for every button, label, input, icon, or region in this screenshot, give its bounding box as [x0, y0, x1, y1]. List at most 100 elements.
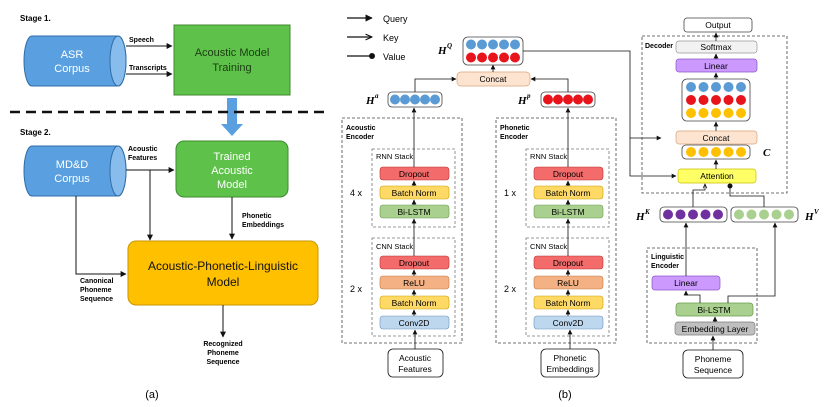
ling-linear-label: Linear — [674, 278, 698, 288]
mdd-corpus: MD&D Corpus — [23, 145, 127, 197]
decoder: Decoder Output Softmax Linear — [641, 17, 788, 194]
decoder-concat-label: Concat — [703, 133, 731, 143]
acoustic-features-line2: Features — [128, 155, 157, 162]
recognized-line3: Sequence — [206, 359, 239, 366]
apl-line2: Model — [207, 275, 240, 289]
linguistic-encoder: Linguistic Encoder Linear Bi-LSTM Embedd… — [646, 222, 778, 379]
canonical-line2: Phoneme — [80, 287, 112, 294]
acoustic-relu-label: ReLU — [403, 278, 425, 288]
bilstm-to-hv — [727, 222, 778, 303]
phonetic-batchnorm-cnn — [533, 295, 604, 310]
acoustic-batchnorm-cnn — [379, 295, 450, 310]
attention-label: Attention — [700, 171, 734, 181]
phoneme-sequence-line1: Phoneme — [695, 354, 732, 364]
legend: Query Key Value — [347, 14, 408, 62]
acoustic-batchnorm-rnn — [379, 185, 450, 200]
phonetic-rnn-repeat: 1 x — [504, 188, 517, 198]
ling-bilstm-label: Bi-LSTM — [697, 305, 730, 315]
ha-to-concat — [414, 76, 457, 92]
legend-value: Value — [383, 52, 405, 62]
output-label: Output — [705, 20, 731, 30]
apl-model: Acoustic-Phonetic-Linguistic Model — [127, 240, 319, 306]
trained-acoustic-model: Trained Acoustic Model — [175, 140, 289, 198]
amt-line1: Acoustic Model — [195, 47, 270, 59]
hp-sup: p — [526, 92, 531, 100]
hv-label: H — [804, 211, 814, 223]
hq-vector: H Q — [437, 36, 524, 66]
phonetic-encoder-line1: Phonetic — [500, 125, 530, 132]
decoder-linear-label: Linear — [704, 61, 728, 71]
hp-label: H — [517, 95, 527, 107]
tam-line2: Acoustic — [211, 165, 253, 177]
acoustic-encoder-frame — [341, 117, 463, 344]
acoustic-cnn-stack: CNN Stack — [376, 242, 413, 251]
hq-label: H — [437, 45, 447, 57]
phonetic-conv2d-label: Conv2D — [553, 318, 584, 328]
decoder-concat-block — [675, 130, 758, 145]
stage2-label: Stage 2. — [20, 128, 51, 137]
decoder-label: Decoder — [645, 43, 673, 50]
hp-vector: H p — [517, 91, 596, 108]
phonetic-bilstm-label: Bi-LSTM — [551, 207, 584, 217]
hk-vector: H K — [635, 206, 728, 223]
acoustic-bilstm — [379, 204, 450, 219]
decoder-linear-block — [675, 58, 758, 73]
output-block — [683, 17, 753, 33]
phonetic-relu-label: ReLU — [557, 278, 579, 288]
phoneme-sequence-line2: Sequence — [694, 365, 733, 375]
phonetic-conv2d — [533, 315, 604, 330]
linguistic-encoder-frame — [646, 247, 758, 344]
mdd-corpus-line2: Corpus — [54, 173, 90, 185]
hv-sup: V — [814, 208, 820, 216]
phonetic-batchnorm-cnn-label: Batch Norm — [546, 298, 591, 308]
phonetic-embeddings-line2: Embeddings — [242, 222, 284, 229]
phonetic-dropout-rnn-label: Dropout — [553, 169, 584, 179]
canonical-arrow — [75, 196, 127, 277]
caption-a: (a) — [145, 389, 158, 401]
acoustic-encoder-line2: Encoder — [346, 134, 374, 141]
acoustic-dropout-rnn — [379, 166, 450, 181]
acoustic-features-input-line1: Acoustic — [399, 353, 432, 363]
phonetic-dropout-cnn-label: Dropout — [553, 258, 584, 268]
canonical-line1: Canonical — [80, 278, 114, 285]
phonetic-embeddings-input-line2: Embeddings — [546, 364, 593, 374]
panel-a: Stage 1. ASR Corpus Acoustic Model Train… — [10, 14, 325, 401]
acoustic-features-line1: Acoustic — [128, 146, 158, 153]
legend-query: Query — [383, 14, 408, 24]
tam-line1: Trained — [214, 151, 251, 163]
hq-sup: Q — [447, 42, 452, 50]
tam-line3: Model — [217, 179, 247, 191]
apl-line1: Acoustic-Phonetic-Linguistic — [148, 259, 298, 273]
bilstm-to-linear — [683, 290, 701, 303]
decoder-stacked-vector — [681, 78, 751, 122]
linguistic-encoder-line2: Encoder — [651, 263, 679, 270]
acoustic-encoder: Acoustic Encoder RNN Stack 4 x Dropout B… — [341, 107, 463, 378]
phonetic-cnn-repeat: 2 x — [504, 284, 517, 294]
stage-transition-arrow — [221, 98, 243, 136]
recognized-line1: Recognized — [203, 341, 242, 348]
acoustic-cnn-repeat: 2 x — [350, 284, 363, 294]
legend-key: Key — [383, 33, 399, 43]
hk-label: H — [635, 211, 645, 223]
asr-corpus-line2: Corpus — [54, 63, 90, 75]
acoustic-rnn-stack: RNN Stack — [376, 152, 413, 161]
phonetic-rnn-stack: RNN Stack — [530, 152, 567, 161]
embedding-layer-label: Embedding Layer — [682, 324, 749, 334]
ha-sup: a — [375, 92, 379, 100]
acoustic-encoder-line1: Acoustic — [346, 125, 376, 132]
acoustic-dropout-cnn — [379, 255, 450, 270]
speech-label: Speech — [129, 37, 154, 44]
asr-corpus: ASR Corpus — [23, 35, 127, 87]
concat-block — [456, 71, 531, 87]
hk-sup: K — [644, 208, 651, 216]
phonetic-dropout-rnn — [533, 166, 604, 181]
phonetic-dropout-cnn — [533, 255, 604, 270]
ling-bilstm-block — [675, 302, 754, 317]
legend-value-dot — [369, 53, 375, 59]
acoustic-relu — [379, 275, 450, 290]
phonetic-relu — [533, 275, 604, 290]
acoustic-bilstm-label: Bi-LSTM — [397, 207, 430, 217]
acoustic-dropout-cnn-label: Dropout — [399, 258, 430, 268]
acoustic-conv2d — [379, 315, 450, 330]
canonical-line3: Sequence — [80, 296, 113, 303]
